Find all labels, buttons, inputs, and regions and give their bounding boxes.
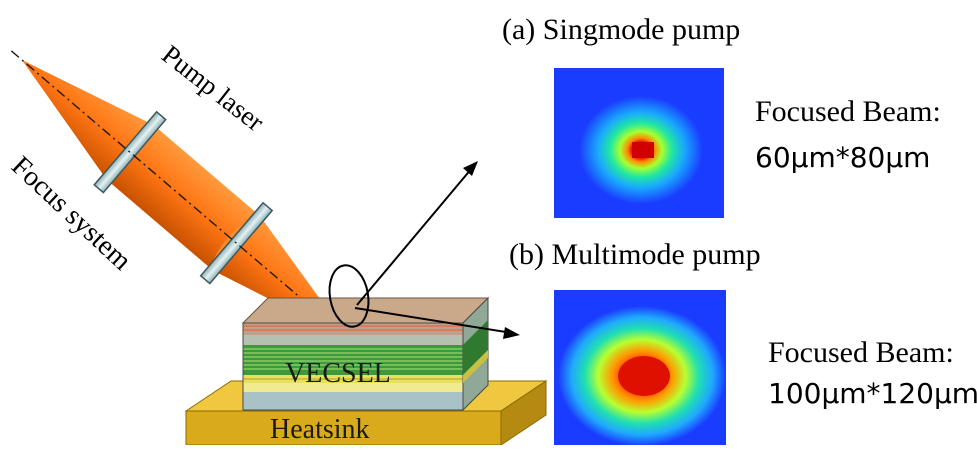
- vecsel-chip: [241, 296, 490, 412]
- panel-a-title: (a) Singmode pump: [502, 13, 740, 46]
- output-arrow-upper: [356, 161, 478, 306]
- vecsel-label: VECSEL: [285, 358, 391, 389]
- pump-laser-label: Pump laser: [156, 39, 270, 137]
- beam-cone-source: [22, 60, 154, 180]
- panel-a-caption-line1: Focused Beam:: [755, 95, 941, 128]
- single-mode-beam-profile: [554, 68, 724, 218]
- focus-spot-ring: [328, 264, 370, 328]
- multi-mode-beam-profile: [554, 290, 726, 446]
- panel-b-caption-line1: Focused Beam:: [768, 336, 954, 369]
- heatsink-label: Heatsink: [270, 414, 370, 445]
- output-arrow-right: [354, 307, 520, 339]
- panel-a-caption-line2: 60μm*80μm: [755, 141, 930, 174]
- panel-b-title: (b) Multimode pump: [509, 238, 761, 271]
- panel-b-caption-line2: 100μm*120μm: [768, 377, 977, 410]
